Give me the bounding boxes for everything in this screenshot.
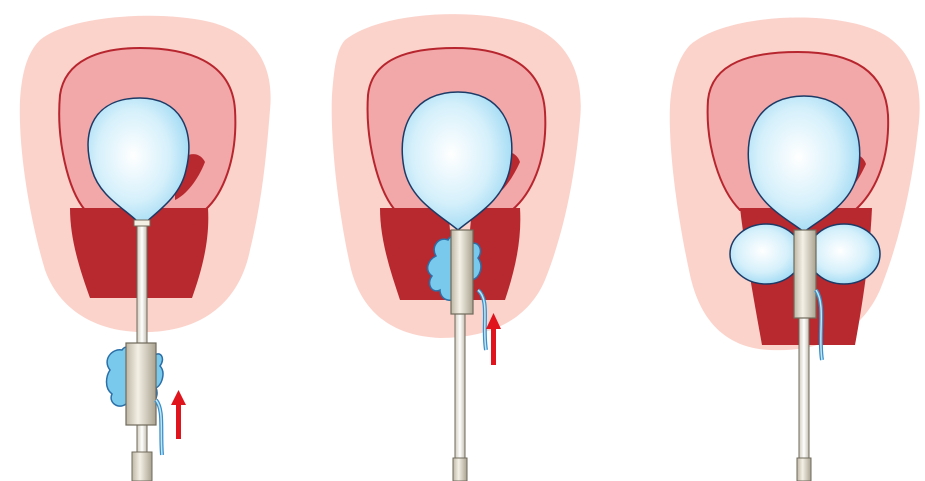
catheter-rod [799, 315, 809, 460]
panel-3 [670, 18, 920, 481]
catheter-slider [794, 230, 816, 318]
cervical-balloon-right [808, 224, 880, 284]
catheter-slider [126, 343, 156, 425]
catheter-connector [453, 458, 467, 481]
catheter-tip [134, 220, 150, 226]
panel-1 [20, 16, 271, 481]
push-arrow [171, 390, 186, 439]
catheter-slider [451, 230, 473, 314]
catheter-connector [797, 458, 811, 481]
catheter-rod [455, 300, 465, 460]
cervical-balloon-left [730, 224, 802, 284]
panel-2 [332, 14, 581, 481]
catheter-connector [132, 452, 152, 481]
